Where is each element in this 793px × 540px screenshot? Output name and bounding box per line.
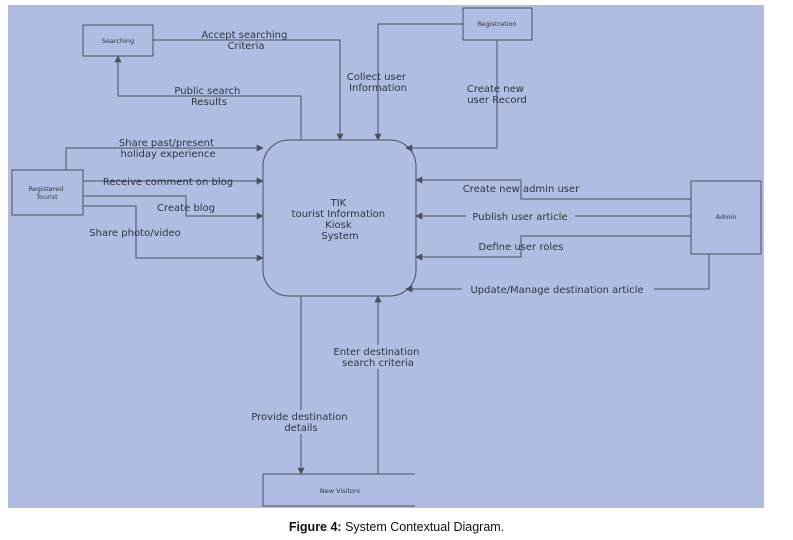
- flow-collect-user-information-line: [374, 23, 463, 141]
- figure-caption-label: Figure 4:: [288, 520, 342, 534]
- flow-share-photo-label: Share photo/video: [89, 228, 181, 239]
- flow-share-photo-line: [83, 205, 264, 262]
- flow-create-admin-label: Create new admin user: [463, 184, 580, 195]
- diagram-background: [8, 5, 764, 508]
- flow-accept-searching-criteria-label: Accept searching Criteria: [201, 30, 290, 52]
- context-diagram: TIK tourist Information Kiosk System Sea…: [8, 5, 764, 508]
- figure-caption-text: System Contextual Diagram.: [341, 520, 505, 534]
- entity-registered-tourist: Registered Tourist: [11, 169, 84, 216]
- entity-admin: Admin: [690, 180, 762, 255]
- flow-create-new-user-record-label: Create new user Record: [467, 84, 527, 106]
- entity-registered-tourist-label: Registered Tourist: [29, 185, 66, 201]
- flow-create-admin-line: [415, 176, 691, 200]
- entity-new-visitors: New Visitors: [262, 473, 415, 507]
- flow-enter-criteria-label: Enter destination search criteria: [333, 347, 422, 369]
- entity-registration-label: Registration: [477, 20, 516, 28]
- flow-define-roles-label: Define user roles: [479, 242, 564, 253]
- flow-collect-user-information-label: Collect user Information: [347, 72, 409, 94]
- flow-create-blog-label: Create blog: [157, 203, 215, 214]
- entity-searching-label: Searching: [102, 37, 134, 45]
- system-label: TIK tourist Information Kiosk System: [292, 198, 389, 242]
- flow-create-blog-line: [83, 195, 264, 220]
- figure-caption: Figure 4: System Contextual Diagram.: [0, 520, 793, 534]
- flow-publish-article-label: Publish user article: [472, 212, 567, 223]
- flow-provide-details-label: Provide destination details: [251, 412, 350, 434]
- flow-receive-comment-label: Receive comment on blog: [103, 177, 233, 188]
- flow-public-search-results-label: Public search Results: [174, 86, 243, 108]
- flow-update-destination-label: Update/Manage destination article: [470, 285, 643, 296]
- entity-new-visitors-label: New Visitors: [320, 487, 361, 495]
- flow-accept-searching-criteria-line: [153, 39, 344, 141]
- flow-define-roles-line: [415, 235, 691, 261]
- flow-share-experience-line: [65, 144, 264, 170]
- flow-share-experience-label: Share past/present holiday experience: [119, 138, 217, 160]
- entity-admin-label: Admin: [716, 213, 737, 221]
- flow-public-search-results-line: [114, 55, 302, 140]
- flow-create-new-user-record-line: [406, 40, 498, 149]
